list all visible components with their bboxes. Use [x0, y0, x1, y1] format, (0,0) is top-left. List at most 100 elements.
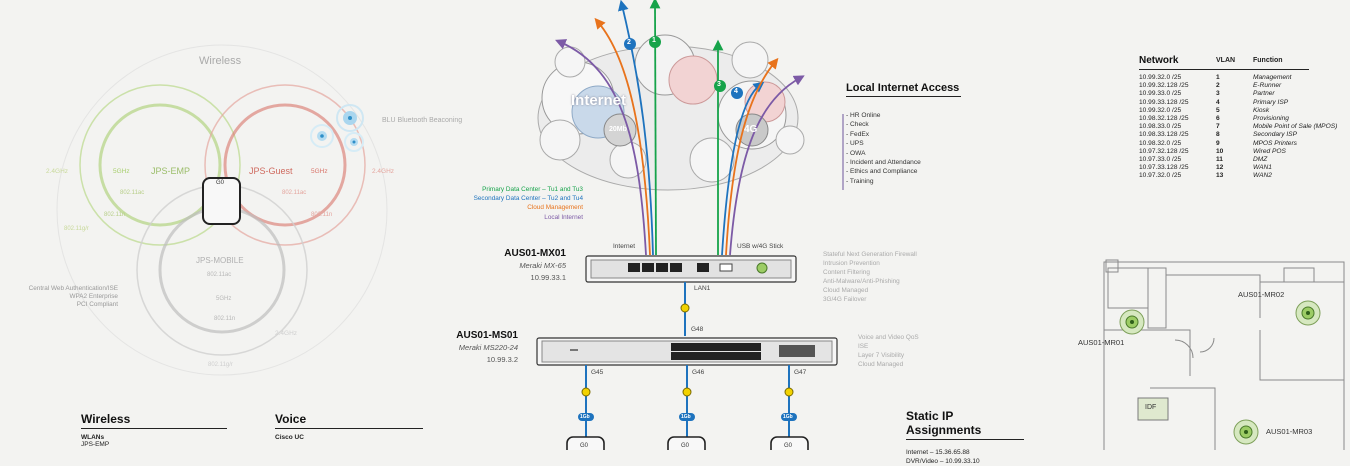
band-24-right: 2.4GHz: [372, 168, 395, 175]
ms-ip: 10.99.3.2: [486, 355, 518, 364]
band-g-bottom: 802.11g/r: [208, 362, 233, 368]
bottom-wireless: Wireless WLANs JPS-EMP: [81, 412, 227, 448]
ap-mr02-label: AUS01-MR02: [1238, 290, 1285, 299]
link-dot: [680, 303, 690, 313]
header-function: Function: [1253, 57, 1283, 64]
ms-features: Voice and Video QoS ISE Layer 7 Visibili…: [858, 333, 919, 369]
cell-function: Provisioning: [1253, 115, 1289, 123]
ap-mr03-label: AUS01-MR03: [1266, 427, 1313, 436]
bottom-voice-title: Voice: [275, 412, 423, 429]
mx-feature: Cloud Managed: [823, 287, 869, 294]
cell-function: Management: [1253, 74, 1292, 81]
cell-network: 10.98.32.128 /25: [1139, 115, 1189, 123]
idf-label: IDF: [1145, 404, 1157, 411]
badge-4g: 4G: [744, 124, 758, 135]
ssid-jps-emp: JPS-EMP: [151, 166, 191, 176]
ssid-jps-mobile: JPS-MOBILE: [196, 256, 244, 265]
wireless-ap-device: [202, 177, 241, 225]
bottom-voice: Voice Cisco UC: [275, 412, 423, 441]
marker-2-bg: [624, 38, 636, 50]
marker-4-bg: [731, 87, 743, 99]
badge-20mb: 20Mb: [609, 126, 627, 133]
downlink-dots: [578, 387, 797, 421]
list-item: - FedEx: [846, 130, 870, 138]
cell-function: Secondary ISP: [1253, 131, 1297, 139]
floor-plan: [1103, 259, 1345, 450]
band-ac-left: 802.11ac: [120, 190, 145, 196]
mx-features: Stateful Next Generation Firewall Intrus…: [823, 250, 917, 304]
tunnel-legend: Primary Data Center – Tu1 and Tu3 Second…: [430, 185, 583, 222]
band-g-left: 802.11g/r: [64, 226, 89, 232]
ms-uplink-port: G48: [691, 326, 704, 333]
mx-feature: Stateful Next Generation Firewall: [823, 251, 917, 258]
cell-function: DMZ: [1253, 156, 1268, 164]
cell-network: 10.99.33.0 /25: [1139, 90, 1182, 98]
mx-feature: Intrusion Prevention: [823, 260, 880, 267]
internet-cloud: [537, 34, 805, 191]
cell-vlan: 10: [1216, 147, 1224, 155]
legend-cloud-mgmt: Cloud Management: [527, 204, 583, 212]
local-internet-title: Local Internet Access: [846, 82, 961, 97]
ap-label-1: G0: [580, 443, 589, 449]
list-item: - OWA: [846, 149, 866, 157]
band-24-bottom: 2.4GHz: [275, 330, 298, 337]
cell-vlan: 7: [1216, 123, 1220, 131]
ms-port-g46: G46: [692, 369, 705, 376]
link-badge-1: 1Gb: [580, 414, 590, 420]
mx-feature: Anti-Malware/Anti-Phishing: [823, 278, 900, 285]
cell-vlan: 8: [1216, 131, 1220, 139]
cell-function: Kiosk: [1253, 106, 1270, 114]
bottom-static-ip: Static IP Assignments Internet – 15.36.6…: [906, 409, 1024, 466]
ms-info: AUS01-MS01 Meraki MS220-24 10.99.3.2: [424, 330, 518, 364]
vlan-table-header: Network VLAN Function: [1139, 55, 1309, 70]
marker-4: 4: [734, 88, 738, 95]
wireless-ap-label: G0: [216, 180, 225, 186]
link-badge-2: 1Gb: [681, 414, 691, 420]
cell-function: Primary ISP: [1253, 98, 1289, 106]
ble-beacons: [310, 104, 364, 152]
legend-local-internet: Local Internet: [544, 213, 583, 221]
badge-20mb-bg: [603, 113, 637, 147]
wireless-security-notes: Central Web Authentication/ISE WPA2 Ente…: [8, 285, 118, 309]
band-n-bottom: 802.11n: [214, 316, 236, 322]
list-item: - Incident and Attendance: [846, 159, 921, 167]
link-badge-3: 1Gb: [783, 414, 793, 420]
cell-vlan: 5: [1216, 106, 1220, 114]
list-item: - Training: [846, 177, 874, 185]
cell-network: 10.99.32.128 /25: [1139, 82, 1189, 90]
floorplan-aps: [1119, 300, 1321, 445]
band-n-right: 802.11n: [311, 212, 333, 218]
mx-model: Meraki MX-65: [519, 261, 566, 270]
mx-feature: Content Filtering: [823, 269, 870, 276]
ms-port-g45: G45: [591, 369, 604, 376]
mx-feature: 3G/4G Failover: [823, 296, 867, 303]
header-vlan: VLAN: [1216, 57, 1236, 64]
cell-function: E-Runner: [1253, 82, 1282, 90]
band-24-left: 2.4GHz: [46, 168, 69, 175]
static-ip-list: Internet – 15.36.65.88 DVR/Video – 10.99…: [906, 448, 1024, 466]
marker-2: 2: [627, 39, 631, 46]
mx-info: AUS01-MX01 Meraki MX-65 10.99.33.1: [470, 248, 566, 282]
idf-room: [1137, 397, 1169, 421]
cell-function: Mobile Point of Sale (MPOS): [1253, 123, 1338, 131]
list-item: - HR Online: [846, 112, 881, 119]
cell-function: WAN2: [1253, 172, 1272, 180]
cell-network: 10.98.32.0 /25: [1139, 139, 1182, 147]
static-ip-line: Internet – 15.36.65.88: [906, 449, 970, 456]
ble-label: BLU Bluetooth Beaconing: [382, 117, 463, 124]
list-item: - Ethics and Compliance: [846, 168, 918, 176]
cell-network: 10.99.32.0 /25: [1139, 74, 1182, 81]
ap-mr01-label: AUS01-MR01: [1078, 338, 1125, 347]
cell-vlan: 11: [1216, 156, 1223, 164]
cloud-title: Internet: [571, 92, 627, 109]
marker-1-bg: [649, 36, 661, 48]
local-internet-panel: Local Internet Access - HR Online - Chec…: [846, 82, 961, 186]
cell-function: Partner: [1253, 90, 1275, 98]
